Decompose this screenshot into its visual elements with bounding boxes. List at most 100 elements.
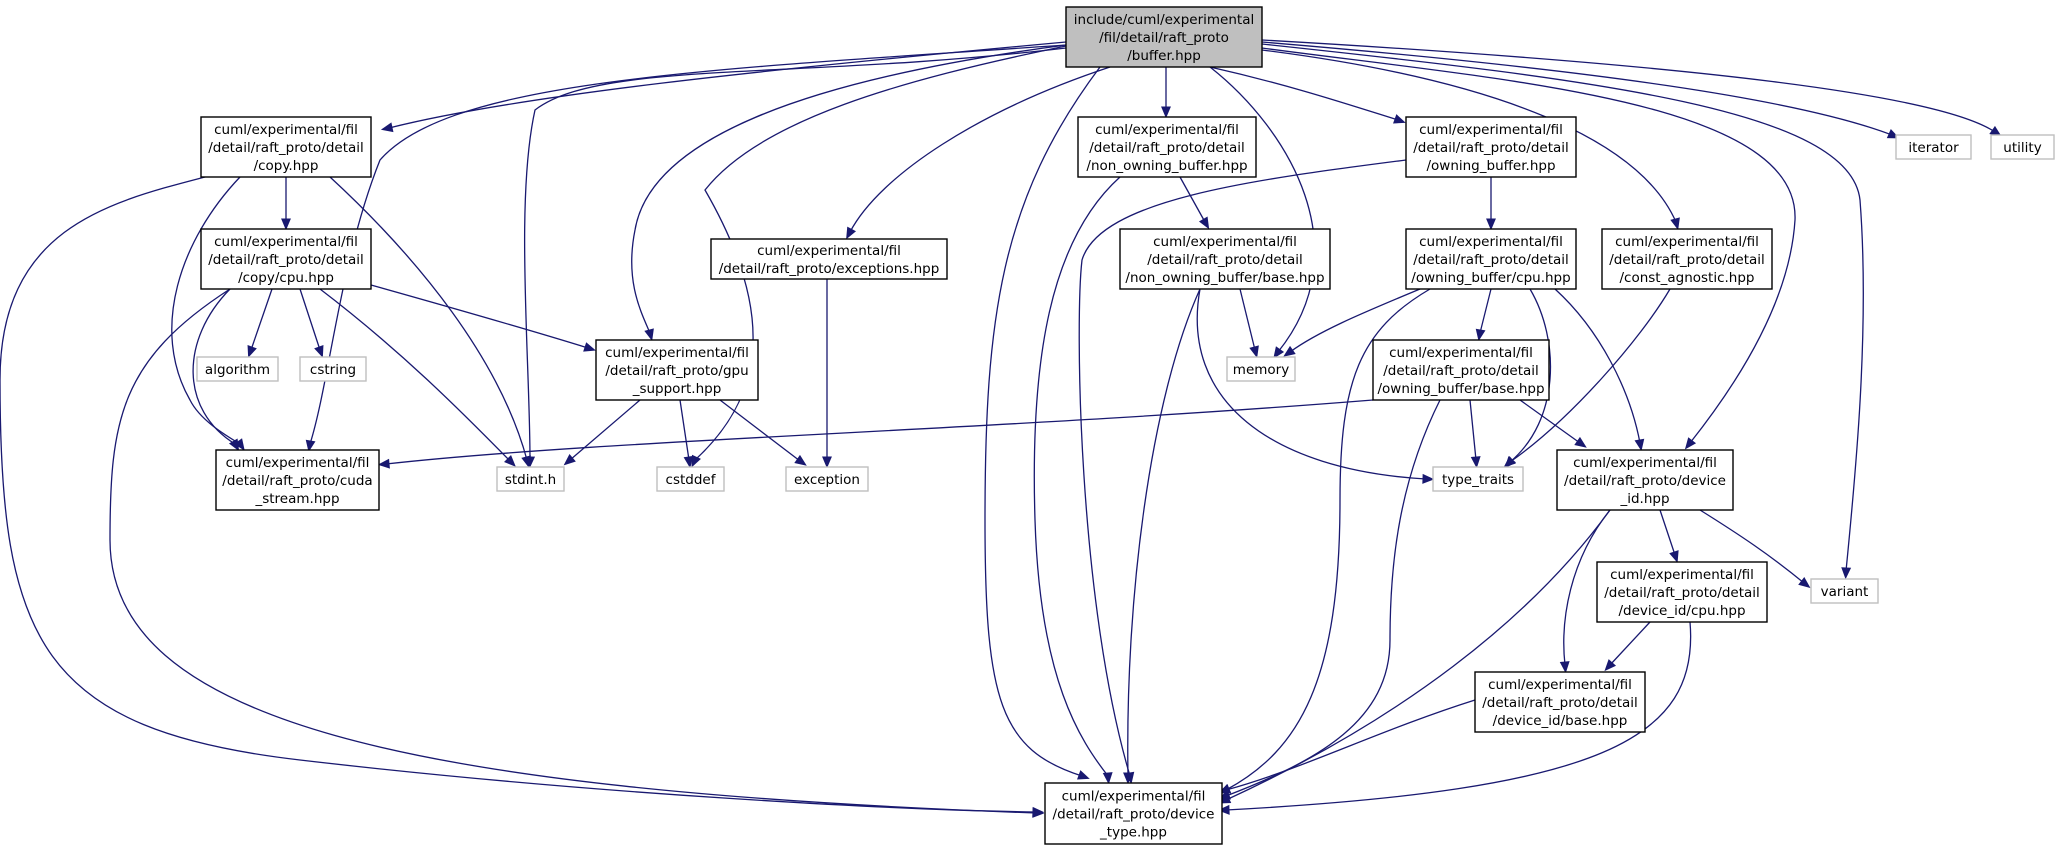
- edge-copy-copy-cpu: [281, 177, 291, 231]
- edge-line: [329, 176, 528, 461]
- edge-owning-cpu-owning-base: [1475, 288, 1492, 342]
- node-label-line: /detail/raft_proto/gpu: [605, 363, 748, 379]
- edge-line: [1261, 39, 1996, 133]
- arrowhead: [644, 328, 654, 342]
- edge-gpu-stdint: [563, 399, 641, 466]
- edge-copy-cpu-stdint: [319, 288, 516, 467]
- node-box: [1119, 228, 1331, 290]
- node-cstring: cstring: [299, 356, 367, 382]
- node-box: [1601, 228, 1773, 290]
- node-label-line: cuml/experimental/fil: [214, 122, 358, 138]
- node-label-line: _support.hpp: [632, 381, 722, 397]
- node-label-line: /device_id/cpu.hpp: [1618, 603, 1745, 619]
- arrowhead: [1032, 807, 1045, 818]
- node-algorithm: algorithm: [196, 356, 279, 382]
- edge-line: [1209, 66, 1399, 121]
- edge-line: [631, 44, 1067, 334]
- node-utility: utility: [1990, 134, 2055, 160]
- node-non-owning-base[interactable]: cuml/experimental/fil/detail/raft_proto/…: [1119, 228, 1331, 290]
- edge-buffer-gpu-support: [631, 44, 1067, 342]
- edge-line: [370, 284, 589, 349]
- edge-device-id-device-id-base: [1559, 509, 1611, 674]
- node-device-id-base[interactable]: cuml/experimental/fil/detail/raft_proto/…: [1474, 671, 1646, 733]
- node-device-id-cpu[interactable]: cuml/experimental/fil/detail/raft_proto/…: [1596, 561, 1768, 623]
- edge-line: [1078, 159, 1407, 777]
- node-owning-buffer[interactable]: cuml/experimental/fil/detail/raft_proto/…: [1405, 116, 1577, 178]
- edge-line: [1609, 621, 1651, 666]
- node-label-line: /owning_buffer.hpp: [1426, 158, 1555, 174]
- node-device-type[interactable]: cuml/experimental/fil/detail/raft_proto/…: [1044, 782, 1223, 845]
- edge-device-id-device-id-cpu: [1659, 509, 1679, 563]
- node-label-line: /detail/raft_proto/detail: [208, 252, 364, 268]
- node-exceptions[interactable]: cuml/experimental/fil/detail/raft_proto/…: [710, 238, 948, 280]
- edge-line: [1479, 288, 1492, 334]
- node-copy[interactable]: cuml/experimental/fil/detail/raft_proto/…: [200, 116, 372, 178]
- arrowhead: [1198, 216, 1210, 230]
- edge-line: [679, 399, 690, 461]
- node-label-line: iterator: [1908, 140, 1959, 156]
- node-copy-cpu[interactable]: cuml/experimental/fil/detail/raft_proto/…: [200, 228, 372, 290]
- edge-owning-device-type: [1078, 159, 1407, 785]
- node-box: [1596, 561, 1768, 623]
- node-label-line: /buffer.hpp: [1127, 48, 1201, 64]
- node-box: [1990, 134, 2055, 160]
- arrowhead: [281, 218, 291, 231]
- node-buffer[interactable]: include/cuml/experimental/fil/detail/raf…: [1065, 6, 1263, 68]
- node-label-line: cuml/experimental/fil: [1389, 345, 1533, 361]
- node-box: [595, 339, 759, 401]
- node-label-line: exception: [794, 472, 860, 488]
- node-const-agnostic[interactable]: cuml/experimental/fil/detail/raft_proto/…: [1601, 228, 1773, 290]
- node-box: [215, 449, 380, 511]
- edge-line: [1033, 176, 1121, 777]
- edge-owning-base-device-id: [1519, 399, 1587, 448]
- edge-owning-cpu-memory: [1283, 288, 1421, 357]
- node-memory: memory: [1226, 356, 1296, 382]
- node-label-line: /fil/detail/raft_proto: [1099, 30, 1229, 46]
- node-label-line: /owning_buffer/cpu.hpp: [1411, 270, 1570, 286]
- edge-device-id-variant: [1699, 509, 1811, 589]
- node-cuda-stream[interactable]: cuml/experimental/fil/detail/raft_proto/…: [215, 449, 380, 511]
- edge-device-id-cpu-device-type: [1217, 621, 1692, 815]
- node-non-owning-buffer[interactable]: cuml/experimental/fil/detail/raft_proto/…: [1077, 116, 1257, 178]
- edge-buffer-device-type: [984, 66, 1101, 780]
- node-device-id[interactable]: cuml/experimental/fil/detail/raft_proto/…: [1556, 449, 1734, 511]
- node-label-line: /detail/raft_proto/detail: [1089, 140, 1245, 156]
- arrowhead: [1684, 437, 1697, 450]
- node-owning-cpu[interactable]: cuml/experimental/fil/detail/raft_proto/…: [1405, 228, 1577, 290]
- node-box: [1895, 134, 1972, 160]
- edge-line: [0, 172, 1037, 813]
- node-label-line: /detail/raft_proto/detail: [208, 140, 364, 156]
- node-type-traits: type_traits: [1432, 466, 1524, 492]
- node-label-line: /detail/raft_proto/device: [1564, 473, 1726, 489]
- node-label-line: /owning_buffer/base.hpp: [1377, 381, 1544, 397]
- edge-buffer-non-owning: [1161, 67, 1171, 119]
- node-label-line: /copy.hpp: [254, 158, 319, 174]
- node-label-line: /device_id/base.hpp: [1493, 713, 1628, 729]
- node-label-line: /detail/raft_proto/device: [1053, 807, 1215, 823]
- node-label-line: cuml/experimental/fil: [1488, 677, 1632, 693]
- arrowhead: [1634, 438, 1645, 452]
- edge-device-id-base-device-type: [1218, 699, 1476, 794]
- node-owning-base[interactable]: cuml/experimental/fil/detail/raft_proto/…: [1372, 339, 1550, 401]
- arrowhead: [794, 454, 807, 466]
- arrowhead: [1486, 218, 1496, 231]
- edge-line: [1196, 288, 1427, 480]
- edge-line: [1225, 399, 1441, 797]
- arrowhead: [1470, 456, 1481, 469]
- arrowhead: [380, 122, 394, 133]
- arrowhead: [563, 453, 576, 466]
- node-gpu-support[interactable]: cuml/experimental/fil/detail/raft_proto/…: [595, 339, 759, 401]
- edge-line: [385, 399, 1374, 465]
- edge-line: [1239, 288, 1256, 351]
- node-box: [196, 356, 279, 382]
- node-label-line: cuml/experimental/fil: [1062, 789, 1206, 805]
- arrowhead: [247, 345, 257, 358]
- edge-owning-owning-cpu: [1486, 177, 1496, 231]
- edge-buffer-device-id: [1261, 47, 1796, 450]
- node-label-line: _stream.hpp: [254, 491, 339, 507]
- edge-line: [719, 399, 801, 462]
- node-label-line: cstddef: [666, 472, 717, 488]
- node-box: [1065, 6, 1263, 68]
- edge-gpu-cstddef: [679, 399, 694, 469]
- arrowhead: [305, 439, 316, 453]
